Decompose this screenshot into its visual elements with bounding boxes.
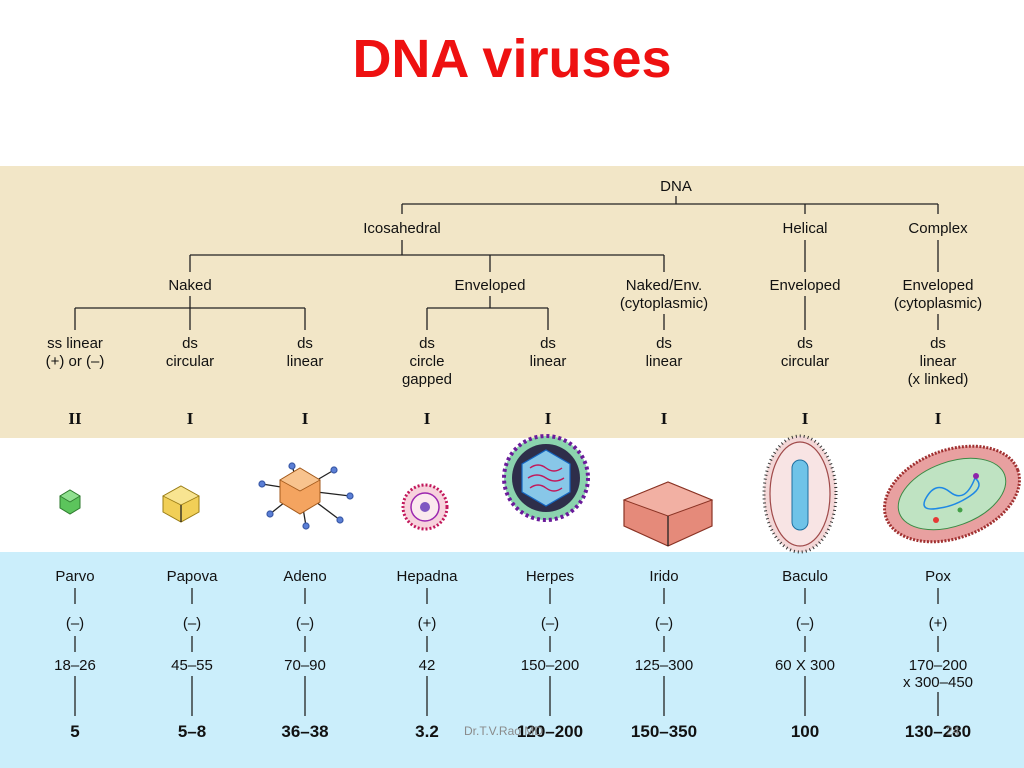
- genome-label: ds: [419, 335, 435, 352]
- family-size: 18–26: [54, 657, 96, 674]
- class-numeral: II: [68, 409, 82, 428]
- family-kbp: 130–280: [905, 722, 971, 741]
- family-polarity: (–): [66, 615, 84, 632]
- genome-label: ds: [930, 335, 946, 352]
- genome-label: ds: [540, 335, 556, 352]
- genome-label: ds: [797, 335, 813, 352]
- family-polarity: (–): [296, 615, 314, 632]
- hepadna-virus-icon: [401, 483, 449, 531]
- envelope-enveloped: Enveloped: [455, 277, 526, 294]
- family-size: 125–300: [635, 657, 693, 674]
- class-numeral: I: [187, 409, 194, 428]
- family-polarity: (+): [418, 615, 437, 632]
- family-name: Pox: [925, 568, 951, 585]
- class-numeral: I: [302, 409, 309, 428]
- family-size: 150–200: [521, 657, 579, 674]
- genome-label: ds: [656, 335, 672, 352]
- genome-label: ds: [297, 335, 313, 352]
- slide-number: 24: [946, 724, 960, 738]
- family-kbp: 5: [70, 722, 79, 741]
- family-kbp: 36–38: [281, 722, 328, 741]
- family-kbp: 150–350: [631, 722, 697, 741]
- slide-footer: Dr.T.V.Rao MD: [464, 724, 543, 738]
- class-numeral: I: [935, 409, 942, 428]
- genome-label: linear: [920, 353, 957, 370]
- class-numeral: I: [802, 409, 809, 428]
- family-polarity: (–): [183, 615, 201, 632]
- class-numeral: I: [661, 409, 668, 428]
- class-numeral: I: [424, 409, 431, 428]
- family-size: 70–90: [284, 657, 326, 674]
- genome-label: linear: [287, 353, 324, 370]
- family-name: Hepadna: [397, 568, 459, 585]
- tree-connectors: [74, 196, 939, 330]
- genome-label: (x linked): [908, 371, 969, 388]
- genome-label: circle: [409, 353, 444, 370]
- family-name: Baculo: [782, 568, 828, 585]
- symmetry-helical: Helical: [782, 220, 827, 237]
- genome-label: ds: [182, 335, 198, 352]
- envelope-naked: Naked: [168, 277, 211, 294]
- family-polarity: (–): [541, 615, 559, 632]
- family-kbp: 3.2: [415, 722, 439, 741]
- family-size: 60 X 300: [775, 657, 835, 674]
- papova-virus-icon: [162, 485, 200, 523]
- genome-label: (+) or (–): [46, 353, 105, 370]
- family-name: Herpes: [526, 568, 574, 585]
- genome-label: linear: [646, 353, 683, 370]
- symmetry-complex: Complex: [908, 220, 968, 237]
- family-kbp: 100: [791, 722, 819, 741]
- family-size: 42: [419, 657, 436, 674]
- tree-root: DNA: [660, 178, 692, 195]
- symmetry-icosahedral: Icosahedral: [363, 220, 441, 237]
- herpes-virus-icon: [502, 434, 590, 522]
- envelope-complex-enveloped: Enveloped: [903, 277, 974, 294]
- adeno-virus-icon: [258, 462, 354, 530]
- family-polarity: (+): [929, 615, 948, 632]
- pox-virus-icon: [883, 444, 1021, 544]
- family-name: Parvo: [55, 568, 94, 585]
- envelope-naked-env: Naked/Env.: [626, 277, 702, 294]
- genome-label: circular: [781, 353, 829, 370]
- slide-title: DNA viruses: [352, 29, 672, 89]
- family-polarity: (–): [655, 615, 673, 632]
- baculo-virus-icon: [762, 434, 838, 554]
- families-background: [0, 552, 1024, 768]
- genome-label: ss linear: [47, 335, 103, 352]
- class-numeral: I: [545, 409, 552, 428]
- family-size: 170–200: [909, 657, 967, 674]
- family-name: Irido: [649, 568, 678, 585]
- envelope-complex-cytoplasmic: (cytoplasmic): [894, 295, 982, 312]
- family-polarity: (–): [796, 615, 814, 632]
- parvo-virus-icon: [59, 489, 81, 515]
- genome-label: linear: [530, 353, 567, 370]
- genome-label: gapped: [402, 371, 452, 388]
- envelope-helical-enveloped: Enveloped: [770, 277, 841, 294]
- family-connectors: [74, 588, 939, 716]
- irido-virus-icon: [622, 481, 714, 547]
- family-kbp: 5–8: [178, 722, 206, 741]
- family-size-extra: x 300–450: [903, 674, 973, 691]
- family-size: 45–55: [171, 657, 213, 674]
- family-kbp: 120–200: [517, 722, 583, 741]
- family-name: Papova: [167, 568, 219, 585]
- tree-background: [0, 166, 1024, 438]
- family-name: Adeno: [283, 568, 326, 585]
- genome-label: circular: [166, 353, 214, 370]
- envelope-naked-env-cytoplasmic: (cytoplasmic): [620, 295, 708, 312]
